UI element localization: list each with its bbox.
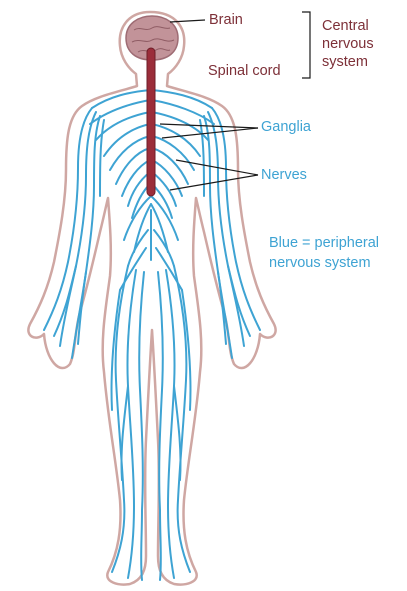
central-bracket [302, 12, 310, 78]
spinal-cord-label: Spinal cord [208, 63, 281, 80]
ganglia-label: Ganglia [261, 119, 311, 136]
nerves-label: Nerves [261, 167, 307, 184]
brain-label: Brain [209, 12, 243, 29]
peripheral-legend-note: Blue = peripheral nervous system [269, 233, 404, 273]
spinal-cord-shape [147, 48, 155, 196]
central-nervous-system-label: Central nervous system [322, 17, 402, 71]
